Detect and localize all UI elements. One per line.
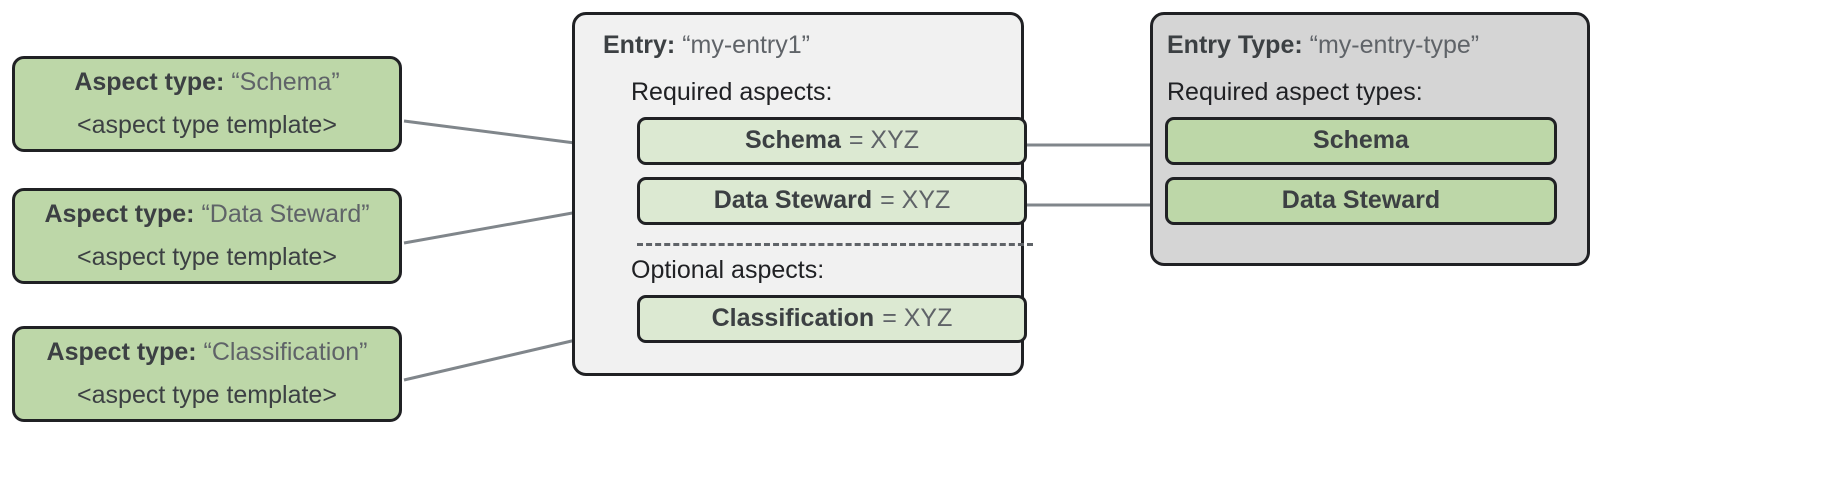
entry-type-heading: Entry Type: “my-entry-type”	[1167, 31, 1579, 60]
aspect-name: Classification	[711, 304, 875, 333]
required-aspect-data-steward[interactable]: Data Steward = XYZ	[637, 176, 1027, 225]
aspect-name: Schema	[744, 126, 841, 155]
required-aspect-type-schema[interactable]: Schema	[1165, 116, 1557, 165]
aspect-type-template: <aspect type template>	[77, 381, 337, 409]
aspect-type-card-schema[interactable]: Aspect type: “Schema” <aspect type templ…	[12, 56, 402, 152]
entry-type-name: “my-entry-type”	[1309, 31, 1480, 59]
aspect-value: = XYZ	[882, 304, 953, 333]
required-aspects-label: Required aspects:	[631, 77, 833, 106]
aspect-type-title: Aspect type: “Schema”	[74, 67, 340, 97]
aspect-type-name: “Schema”	[231, 67, 340, 96]
aspect-type-template: <aspect type template>	[77, 243, 337, 271]
aspect-type-card-classification[interactable]: Aspect type: “Classification” <aspect ty…	[12, 326, 402, 422]
entry-label: Entry:	[603, 31, 676, 59]
entry-heading: Entry: “my-entry1”	[603, 31, 999, 60]
entry-type-panel[interactable]: Entry Type: “my-entry-type” Required asp…	[1150, 12, 1590, 266]
aspect-type-label: Aspect type:	[44, 199, 195, 228]
required-aspect-types-label: Required aspect types:	[1167, 77, 1423, 106]
entry-type-label: Entry Type:	[1167, 31, 1303, 59]
aspect-value: = XYZ	[880, 186, 951, 215]
entry-panel[interactable]: Entry: “my-entry1” Required aspects: Sch…	[572, 12, 1033, 376]
aspect-type-name: “Data Steward”	[201, 199, 370, 228]
section-divider	[637, 242, 1033, 246]
aspect-type-template: <aspect type template>	[77, 111, 337, 139]
aspect-type-card-data-steward[interactable]: Aspect type: “Data Steward” <aspect type…	[12, 188, 402, 284]
aspect-value: = XYZ	[848, 126, 920, 155]
aspect-type-label: Aspect type:	[46, 337, 197, 366]
aspect-type-name: “Classification”	[203, 337, 368, 366]
optional-aspects-label: Optional aspects:	[631, 255, 825, 284]
required-aspect-type-data-steward[interactable]: Data Steward	[1165, 176, 1557, 225]
optional-aspect-classification[interactable]: Classification = XYZ	[637, 294, 1027, 343]
aspect-type-title: Aspect type: “Data Steward”	[44, 199, 370, 229]
aspect-type-label: Aspect type:	[74, 67, 225, 96]
aspect-type-title: Aspect type: “Classification”	[46, 337, 368, 367]
required-aspect-schema[interactable]: Schema = XYZ	[637, 116, 1027, 165]
entry-name: “my-entry1”	[682, 31, 810, 59]
aspect-name: Data Steward	[713, 186, 873, 215]
